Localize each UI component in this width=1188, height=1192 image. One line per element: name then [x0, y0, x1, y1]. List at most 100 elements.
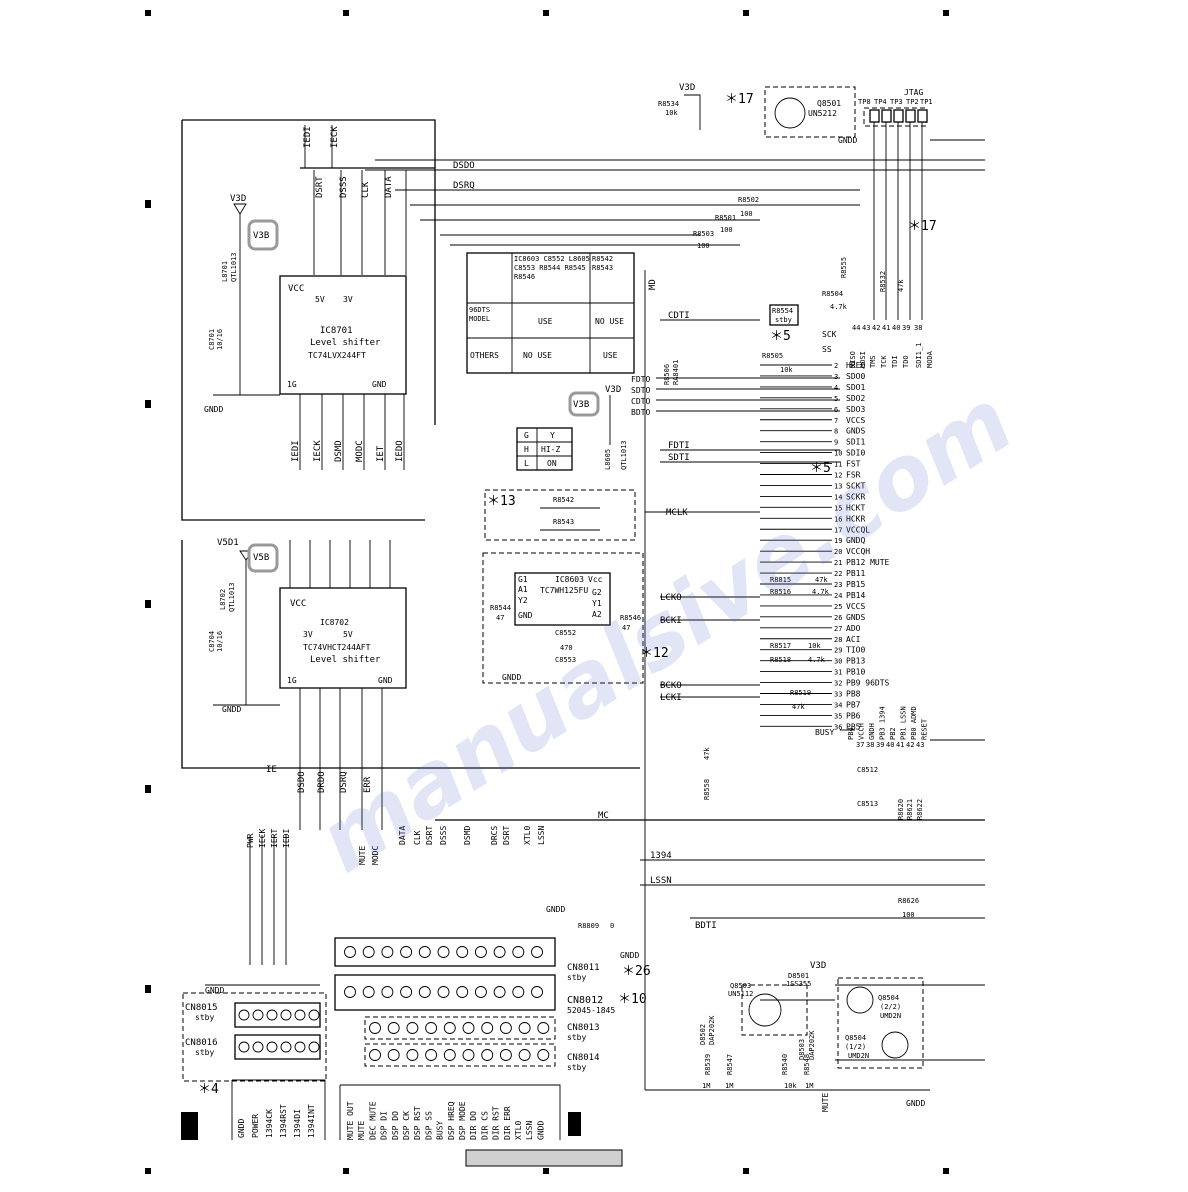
connector-pin [294, 1041, 306, 1053]
connector-pin [481, 1022, 494, 1034]
config-row1-col1: USE [538, 317, 553, 326]
q8504a-unit: (2/2) [880, 1003, 901, 1011]
net-lssn: LSSN [650, 876, 672, 886]
dsp-pin-sck: SCK [822, 330, 837, 339]
cn8012-block: PWR IECK IERT IEDI MUTE MODC DATA CLK DS… [246, 826, 651, 1140]
ic8702-ref: IC8702 [320, 618, 349, 627]
cn8012-signal-label: DIR RST [492, 1106, 501, 1140]
cn8012-net-lssn: LSSN [537, 826, 546, 845]
jtag-pin-tp3: TP3 [890, 98, 903, 106]
cn8016-signal-label: 1394RST [279, 1104, 288, 1138]
q8504a-ref: Q8504 [878, 994, 899, 1002]
d8502-ref: D8502 [699, 1024, 707, 1045]
note13-block: ＊13 R8542 R8543 [484, 489, 636, 541]
connector-pin [512, 946, 525, 958]
r8555-ref: R8555 [840, 257, 848, 278]
connector-pin [499, 1049, 512, 1061]
cn8012-signal-label: DSP RST [413, 1106, 422, 1140]
connector-pin [537, 1022, 550, 1034]
top-resistors: R8502 100 R8501 100 R8503 100 R8504 4.7k… [693, 196, 905, 476]
cn8012-signal-label: DSP SS [424, 1111, 433, 1140]
d8503-ref: D8503 [798, 1039, 806, 1060]
dsp-pin-num: 36 [834, 723, 842, 731]
v3b-tag-center [568, 391, 600, 417]
dsp-pin-name: PB12 MUTE [846, 558, 890, 567]
r8518-value: 4.7k [808, 656, 826, 664]
dsp-bottom-pin-num: 42 [906, 741, 914, 749]
dsp-top-num-42: 42 [872, 324, 880, 332]
r8547-ref: R8547 [726, 1054, 734, 1075]
net-dsrt: DSRT [315, 176, 325, 198]
dsp-data-lines: FDTO SDTO CDTO BDTO FDTI SDTI R8506 RA84… [631, 360, 840, 463]
cn8016-signal-label: GNDD [237, 1119, 246, 1138]
truth-r2c0: L [524, 459, 529, 468]
dsp-pin-name: PB9 96DTS [846, 679, 890, 688]
r8517-value: 10k [808, 642, 821, 650]
cn8012-signal-label: DSP DO [391, 1111, 400, 1140]
connector-pin [462, 1049, 475, 1061]
c8552-value: 470 [560, 644, 573, 652]
l8605-part: QTL1013 [620, 440, 628, 470]
bottom-right-transistors: V3D D8501 1SS355 Q8503 UN5112 Q8504 (2/2… [699, 961, 985, 1112]
dsp-pin-name: PB10 [846, 668, 865, 677]
r8505-value: 10k [780, 366, 793, 374]
dsp-top-tck: TCK [880, 355, 888, 368]
connector-pin [425, 1022, 438, 1034]
dsp-bottom-pin-num: 37 [856, 741, 864, 749]
r8504-value: 4.7k [830, 303, 848, 311]
ic8701-box [279, 275, 407, 395]
cn8012-net-drcs: DRCS [490, 826, 499, 845]
ic8702-volt-3v: 3V [303, 630, 313, 639]
c8512-ref: C8512 [857, 766, 878, 774]
r8554-ref: R8554 [772, 307, 793, 315]
l8702-ref: L8702 [219, 589, 227, 610]
connector-pin [308, 1041, 320, 1053]
dsp-bottom-pin-num: 40 [886, 741, 894, 749]
net-dsmd: DSMD [334, 440, 344, 462]
connector-pin [252, 1041, 264, 1053]
net-mc: MC [598, 811, 609, 821]
net-err: ERR [363, 776, 373, 793]
cn8012-part: 52045-1845 [567, 1006, 615, 1015]
c8704-ref: C8704 [208, 631, 216, 652]
net-sdti: SDTI [668, 453, 690, 463]
dsp-pin-name: TIO0 [846, 646, 865, 655]
dsp-pin-num: 22 [834, 570, 842, 578]
v3d-center-label: V3D [605, 385, 621, 395]
cn8016-signal-label: 1394DI [293, 1109, 302, 1138]
dsp-pin-name: SDO2 [846, 394, 865, 403]
dsp-top-num-40: 40 [892, 324, 900, 332]
connector-pin [474, 946, 487, 958]
dsp-pin-num: 5 [834, 395, 838, 403]
v3d-bottom-label: V3D [810, 961, 826, 971]
dsp-pin-name: PB6 [846, 711, 861, 720]
dsp-pin-name: PB5 [846, 722, 861, 731]
connector-pin [344, 946, 356, 958]
q8504b-ref: Q8504 [845, 1034, 866, 1042]
gndd-label-6: GNDD [546, 905, 565, 914]
q8503-part: UN5112 [728, 990, 753, 998]
note-17-top: ＊17 [725, 92, 754, 107]
r8620-ref: R8620 [897, 799, 905, 820]
ic8701-pin-gnd: GND [372, 380, 387, 389]
ic8603-pin-y2: Y2 [518, 596, 528, 605]
connector-pin [437, 986, 450, 998]
ic8603-ref: IC8603 [555, 575, 584, 584]
connector-pin [443, 1049, 456, 1061]
connector-pin [266, 1009, 278, 1021]
page-marker-right [568, 1112, 581, 1136]
dsp-pin-name: PB15 [846, 580, 865, 589]
net-cdto: CDTO [631, 397, 650, 406]
truth-r1c1: HI-Z [541, 445, 560, 454]
dsp-pin-num: 32 [834, 680, 842, 688]
connector-pin [381, 986, 394, 998]
dsp-pin-name: HCKR [846, 514, 865, 523]
r8621-ref: R8621 [906, 799, 914, 820]
r8558-ref: R8558 [703, 779, 711, 800]
dsp-pin-num: 3 [834, 373, 838, 381]
truth-r0c1: Y [550, 431, 555, 440]
connector-pin [418, 986, 431, 998]
cn8012-signal-label: XTL0 [514, 1121, 523, 1140]
